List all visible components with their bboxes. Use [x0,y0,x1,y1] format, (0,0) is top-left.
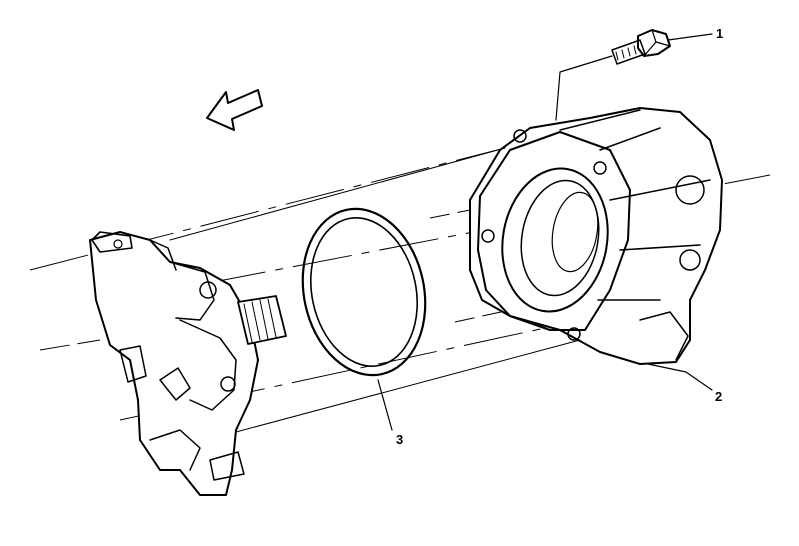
direction-arrow-icon [206,89,263,131]
callout-2: 2 [715,389,723,404]
envelope-lines [169,147,581,433]
callout-1: 1 [716,26,724,41]
seal-ring [301,207,427,377]
callout-3: 3 [396,432,404,447]
extension-housing [469,107,723,365]
callout-leaders [377,33,713,431]
bolt-leader-line [555,55,613,121]
bolt [611,29,671,65]
transmission-case [89,231,287,496]
